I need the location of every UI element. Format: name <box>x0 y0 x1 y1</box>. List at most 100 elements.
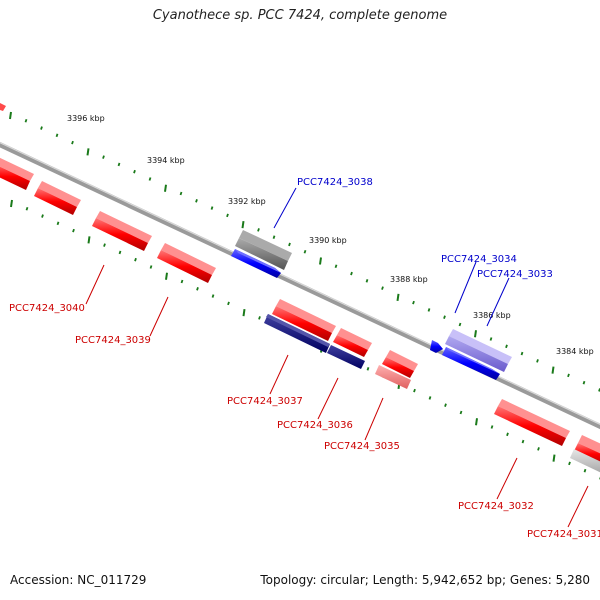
ruler-tick <box>459 410 463 415</box>
ruler-tick <box>118 250 122 255</box>
gene-feature-3040-left[interactable] <box>0 156 34 190</box>
gene-feature-partial[interactable] <box>0 103 6 111</box>
gene-feature-3031-red[interactable] <box>574 435 600 465</box>
ruler-tick <box>226 213 229 218</box>
ruler-tick <box>9 111 12 120</box>
ruler-tick <box>258 316 261 320</box>
ruler-tick <box>365 279 369 283</box>
ruler-label-3392: 3392 kbp <box>228 197 266 206</box>
gene-feature-3037[interactable] <box>264 314 330 353</box>
ruler-tick <box>71 140 74 145</box>
gene-feature-3038-gray[interactable] <box>235 230 292 270</box>
gene-feature-3036[interactable] <box>327 345 365 369</box>
ruler-tick <box>179 191 183 196</box>
gene-features <box>0 156 600 476</box>
ruler-tick <box>475 418 478 426</box>
ruler-label-3388: 3388 kbp <box>390 275 428 284</box>
gene-feature[interactable] <box>157 243 216 283</box>
ruler-tick <box>103 243 106 247</box>
gene-feature[interactable] <box>92 211 152 251</box>
ruler-tick <box>350 271 353 276</box>
genome-backbone <box>0 141 600 430</box>
gene-label-3035[interactable]: PCC7424_3035 <box>324 441 400 452</box>
gene-label-3031[interactable]: PCC7424_3031 <box>527 529 600 540</box>
ruler-tick <box>567 373 570 378</box>
ruler-tick <box>257 228 260 232</box>
ruler-tick <box>505 344 508 349</box>
gene-feature-3037-upper[interactable] <box>272 299 336 341</box>
gene-feature-3034[interactable] <box>445 329 512 372</box>
ruler-tick <box>272 235 276 239</box>
ruler-tick <box>552 454 556 462</box>
gene-label-3033[interactable]: PCC7424_3033 <box>477 269 553 280</box>
ruler-label-3384: 3384 kbp <box>556 347 594 356</box>
ruler-tick <box>87 236 91 244</box>
gene-feature-3038[interactable] <box>231 249 281 278</box>
ruler-tick <box>41 214 44 218</box>
ruler-tick <box>55 133 59 138</box>
ruler-tick <box>24 118 28 123</box>
accession-text: Accession: NC_011729 <box>10 573 147 587</box>
ruler-tick <box>413 388 416 393</box>
ruler-label-3394: 3394 kbp <box>147 156 185 165</box>
ruler-tick <box>117 162 121 167</box>
gene-label-3037[interactable]: PCC7424_3037 <box>227 396 303 407</box>
gene-feature-3033[interactable] <box>442 347 500 380</box>
ruler-tick <box>319 257 322 265</box>
ruler-tick <box>241 220 245 229</box>
ruler-tick <box>396 293 400 302</box>
ruler-tick <box>242 308 246 317</box>
ruler-tick <box>72 228 75 233</box>
ruler-tick <box>521 439 525 444</box>
ruler-tick <box>334 264 338 269</box>
ruler-tick <box>474 330 477 338</box>
ruler-tick <box>56 221 60 226</box>
ruler-tick <box>148 177 152 181</box>
ruler-tick <box>10 199 13 208</box>
gene-labels: PCC7424_3038 PCC7424_3034 PCC7424_3033 P… <box>9 177 600 540</box>
gene-label-3034[interactable]: PCC7424_3034 <box>441 254 517 265</box>
ruler-tick <box>568 461 571 466</box>
gene-feature[interactable] <box>34 181 81 215</box>
ruler-tick <box>133 169 136 174</box>
ruler-tick <box>381 286 384 290</box>
ruler-tick <box>165 272 168 280</box>
ruler-tick <box>180 279 184 284</box>
ruler-tick <box>227 301 230 306</box>
genome-summary-text: Topology: circular; Length: 5,942,652 bp… <box>260 573 590 587</box>
label-leaders <box>85 187 589 528</box>
gene-feature-3035[interactable] <box>375 365 411 389</box>
ruler-tick <box>428 396 432 400</box>
gene-label-3039[interactable]: PCC7424_3039 <box>75 335 151 346</box>
gene-feature-3036-upper[interactable] <box>333 328 372 357</box>
ruler-tick <box>412 300 415 305</box>
map-title: Cyanothece sp. PCC 7424, complete genome <box>152 8 448 23</box>
gene-feature-3032[interactable] <box>494 399 570 446</box>
ruler-tick <box>196 287 199 291</box>
gene-feature-3031[interactable] <box>570 449 600 476</box>
ruler-tick <box>537 447 540 451</box>
ruler-tick <box>427 308 431 312</box>
ruler-tick <box>288 242 291 247</box>
ruler-tick <box>489 337 493 341</box>
ruler-tick <box>583 468 587 473</box>
gene-label-3032[interactable]: PCC7424_3032 <box>458 501 534 512</box>
ruler-tick <box>25 206 29 211</box>
gene-label-3038[interactable]: PCC7424_3038 <box>297 177 373 188</box>
ruler-tick <box>210 206 214 210</box>
ruler-tick <box>149 265 153 269</box>
gene-feature-3034-small[interactable] <box>430 340 443 353</box>
gene-label-3036[interactable]: PCC7424_3036 <box>277 420 353 431</box>
ruler-label-3390: 3390 kbp <box>309 236 347 245</box>
gene-feature[interactable] <box>382 350 418 378</box>
gene-label-3040[interactable]: PCC7424_3040 <box>9 303 85 314</box>
ruler-tick <box>164 184 167 192</box>
ruler-tick <box>582 380 586 385</box>
ruler-tick <box>536 359 539 363</box>
ruler-tick <box>195 199 198 203</box>
ruler-tick <box>458 322 462 327</box>
ruler-tick <box>551 366 555 374</box>
ruler-tick <box>134 257 137 262</box>
ruler-tick <box>40 126 43 130</box>
